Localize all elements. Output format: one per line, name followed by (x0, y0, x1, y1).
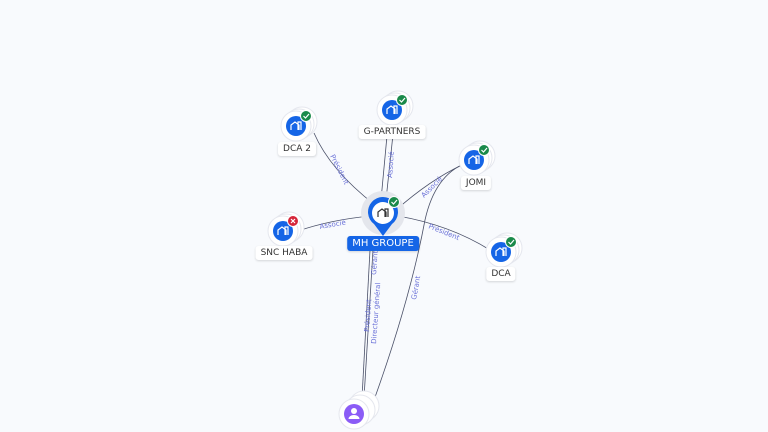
node-mh_groupe[interactable] (361, 191, 405, 236)
edge-person-mh (361, 249, 371, 399)
edge-label: Associé (420, 175, 444, 199)
edge-label: Président (328, 153, 350, 186)
node-dca[interactable] (485, 232, 523, 268)
company-icon (382, 100, 402, 120)
check-badge-icon (300, 110, 312, 122)
company-icon (491, 242, 511, 262)
company-icon (273, 221, 293, 241)
check-badge-icon (396, 94, 408, 106)
node-label-dca2[interactable]: DCA 2 (278, 142, 316, 156)
edge-label: Directeur général (370, 282, 382, 344)
check-badge-icon (478, 144, 490, 156)
node-label-jomi[interactable]: JOMI (460, 176, 492, 190)
node-label-mh-groupe[interactable]: MH GROUPE (347, 236, 419, 251)
edge-mh-dca2 (313, 132, 376, 206)
node-label-g-partners[interactable]: G-PARTNERS (358, 125, 426, 139)
check-badge-icon (505, 236, 517, 248)
edge-label: Président (427, 222, 461, 242)
node-g_partners[interactable] (376, 90, 414, 126)
edge-label: Associé (386, 151, 396, 178)
node-snc_haba[interactable] (267, 211, 305, 247)
node-dca2[interactable] (280, 106, 318, 142)
node-jomi[interactable] (458, 140, 496, 176)
edge-label: Président (363, 299, 373, 332)
check-badge-icon (388, 196, 400, 208)
edge-person-jomi (373, 162, 467, 401)
node-person[interactable] (338, 390, 380, 430)
node-label-dca[interactable]: DCA (486, 267, 516, 281)
edge-person-mh-2 (363, 249, 374, 399)
company-icon (464, 150, 484, 170)
edge-mh-dca (397, 215, 491, 251)
node-label-snc-haba[interactable]: SNC HABA (255, 246, 313, 260)
edge-label: Associé (319, 218, 346, 230)
company-icon (286, 116, 306, 136)
edge-label: Gérant (370, 250, 380, 275)
